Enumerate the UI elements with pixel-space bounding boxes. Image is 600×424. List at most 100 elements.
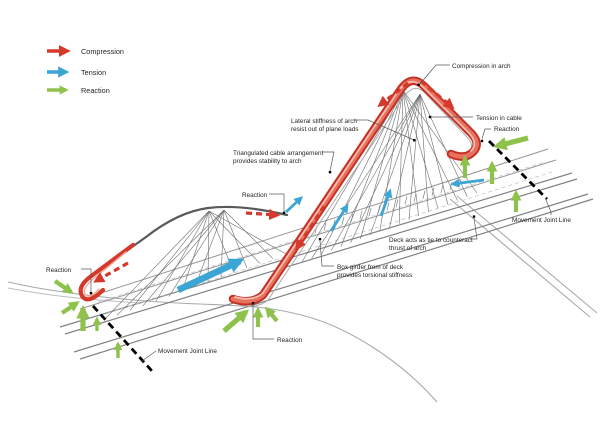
- connector-joint-left: [141, 350, 157, 362]
- crossing-road-edge: [456, 195, 598, 314]
- deck-tick: [404, 196, 408, 205]
- small-arch: [78, 205, 289, 302]
- label-deck-tie-1: Deck acts as tie to counteract: [389, 237, 473, 244]
- label-tension-in-cable: Tension in cable: [476, 115, 522, 122]
- tension-arrow-cable: [379, 188, 393, 217]
- deck-centerline-dashed: [97, 161, 546, 303]
- cable-line: [321, 89, 404, 255]
- connector-dot: [282, 211, 286, 214]
- connector-dot: [251, 302, 255, 305]
- deck-edge: [79, 198, 594, 360]
- deck-tick: [368, 207, 372, 217]
- connector-lateral-stiffness: [354, 119, 415, 141]
- cable-line: [155, 210, 210, 302]
- legend-reaction-label: Reaction: [81, 86, 110, 95]
- connector-reaction-mid: [269, 193, 285, 211]
- reaction-arrow-left-se: [53, 279, 74, 294]
- label-lateral-stiffness-1: Lateral stiffness of arch: [291, 118, 357, 125]
- cable-line: [402, 89, 419, 217]
- cable-line: [389, 93, 421, 228]
- movement-joint-line-left: [91, 305, 154, 372]
- main-arch-outline: [239, 87, 472, 307]
- deck-tick: [413, 193, 417, 202]
- reaction-arrow-center-nw: [264, 306, 279, 323]
- reaction-arrows: [53, 135, 529, 358]
- connector-box-girder: [319, 240, 334, 267]
- cable-line: [129, 210, 210, 311]
- cable-line: [207, 210, 210, 283]
- connector-deck-tie: [470, 217, 478, 240]
- compression-arrow-small-arch-leg: [93, 261, 129, 283]
- cable-line: [330, 93, 421, 251]
- movement-joints: [91, 140, 548, 372]
- tension-arrow-deck: [176, 258, 245, 293]
- label-triangulated-2: provides stability to arch: [233, 158, 302, 165]
- label-reaction-left: Reaction: [46, 267, 72, 274]
- cable-line: [142, 209, 225, 307]
- cable-line: [398, 89, 404, 224]
- reaction-arrow-center-ne: [222, 309, 250, 333]
- cable-line: [311, 93, 421, 259]
- connector-dot: [480, 139, 484, 143]
- cable-line: [340, 89, 404, 247]
- connector-joint-right: [545, 199, 552, 215]
- connector-dot: [472, 215, 476, 218]
- deck-edge: [59, 172, 573, 328]
- label-deck-tie-2: thrust of arch: [389, 245, 427, 252]
- small-arch-highlight: [83, 251, 127, 297]
- legend-compression-label: Compression: [81, 47, 124, 56]
- small-arch-red-base: [78, 242, 136, 302]
- deck-tick: [323, 222, 327, 231]
- crossing-road-edge: [449, 198, 591, 318]
- label-compression-in-arch: Compression in arch: [452, 63, 511, 70]
- tension-arrow-cable: [285, 196, 303, 214]
- label-box-girder-1: Box girder from of deck: [337, 264, 404, 271]
- cable-line: [369, 93, 421, 236]
- annotation-labels: Compression in arch Tension in cable Rea…: [46, 63, 571, 355]
- cable-line: [419, 93, 429, 213]
- connector-reaction-center: [252, 305, 274, 340]
- cable-line: [408, 93, 421, 220]
- connector-compression-in-arch: [419, 64, 450, 85]
- cable-line: [181, 210, 210, 292]
- compression-arrows: [93, 79, 455, 283]
- legend: Compression Tension Reaction: [47, 45, 124, 95]
- connector-reaction-right: [481, 128, 491, 140]
- cable-line: [350, 93, 421, 243]
- ground-roads: [7, 195, 598, 403]
- deck-edge: [73, 193, 589, 353]
- annotation-connectors: [81, 64, 552, 362]
- deck-tick: [422, 190, 426, 199]
- tension-arrow-right-deck: [450, 178, 485, 188]
- cable-line: [360, 89, 404, 240]
- deck-tick: [440, 184, 444, 193]
- connector-dot: [417, 83, 420, 86]
- label-lateral-stiffness-2: resist out of plane loads: [291, 126, 359, 133]
- label-reaction-right: Reaction: [494, 126, 520, 133]
- label-movement-joint-right: Movement Joint Line: [512, 217, 571, 224]
- label-reaction-center: Reaction: [277, 337, 303, 344]
- cable-line: [419, 93, 449, 205]
- connector-dot: [318, 238, 322, 241]
- cable-line: [223, 209, 248, 269]
- deck-tick: [359, 210, 363, 220]
- tension-arrow-cable: [329, 203, 349, 232]
- cable-line: [402, 89, 439, 209]
- deck-tick: [395, 199, 399, 208]
- label-reaction-mid: Reaction: [242, 192, 268, 199]
- label-movement-joint-left: Movement Joint Line: [158, 348, 217, 355]
- cable-line: [168, 209, 225, 297]
- connector-reaction-left: [81, 268, 92, 292]
- label-triangulated-1: Triangulated cable arrangement: [233, 150, 324, 157]
- compression-arrow-apex-right: [419, 79, 455, 110]
- main-arch-highlight: [234, 80, 476, 300]
- compression-arrow-small-arch-top: [245, 208, 281, 221]
- deck-tick: [341, 216, 345, 225]
- cable-line: [103, 210, 210, 321]
- reaction-arrow-right-west: [493, 135, 529, 151]
- deck-tick: [386, 202, 390, 211]
- reaction-arrow-left-ne: [60, 301, 80, 315]
- legend-tension-label: Tension: [81, 68, 106, 77]
- connector-dot: [428, 115, 432, 119]
